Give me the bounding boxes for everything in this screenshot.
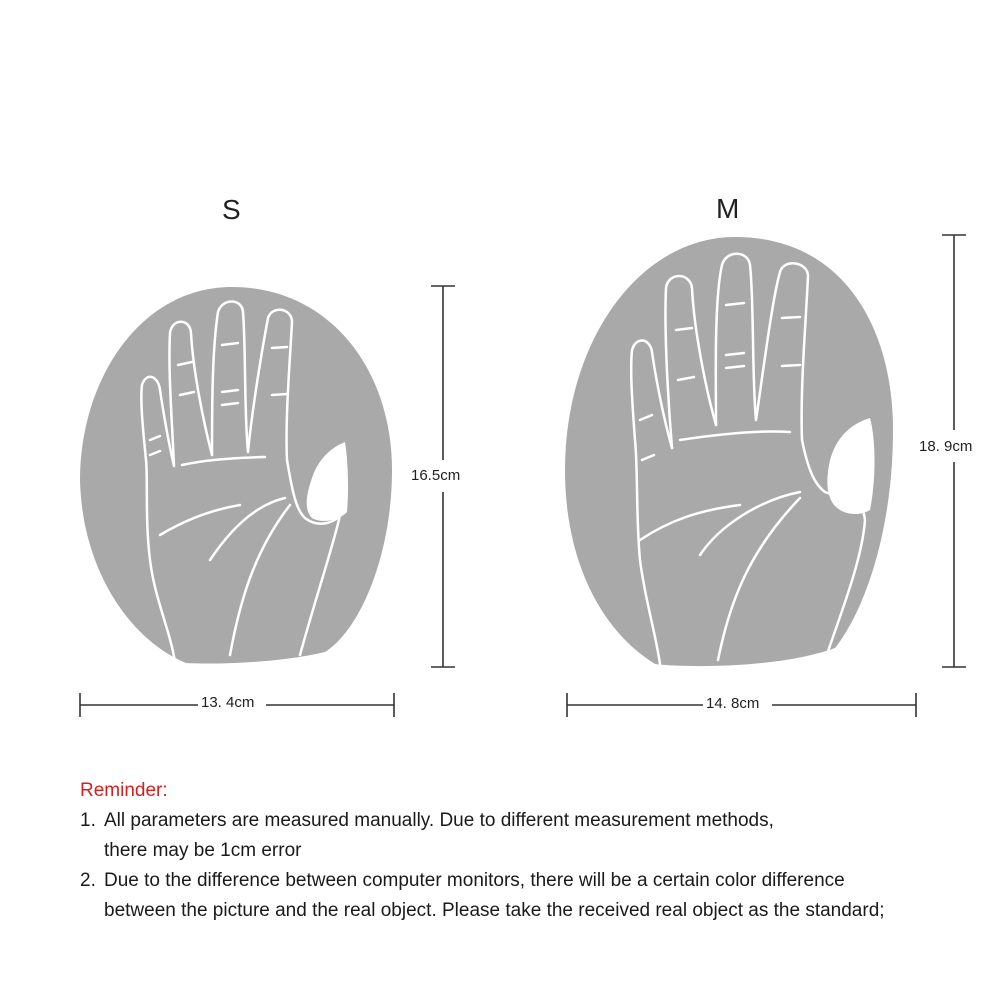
thumb-hole-m — [827, 418, 875, 515]
note-text: All parameters are measured manually. Du… — [104, 810, 774, 831]
size-m-height-label: 18. 9cm — [916, 438, 976, 455]
thumb-hole-s — [306, 442, 349, 521]
note-number: 2. — [80, 870, 96, 891]
paddle-m — [565, 237, 893, 667]
reminder-note-2: 2. Due to the difference between computer… — [80, 866, 980, 926]
size-s-label: S — [222, 194, 241, 225]
reminder-title: Reminder: — [80, 780, 168, 801]
hand-outline-s — [140, 300, 342, 664]
size-m-width-label: 14. 8cm — [703, 695, 763, 712]
note-text: Due to the difference between computer m… — [104, 870, 845, 891]
paddle-s — [80, 287, 392, 664]
size-s-height-label: 16.5cm — [408, 467, 464, 484]
reminder-section: Reminder: 1. All parameters are measured … — [80, 776, 980, 926]
size-m-label: M — [716, 193, 740, 224]
size-s-width-label: 13. 4cm — [198, 694, 258, 711]
reminder-note-1: 1. All parameters are measured manually. … — [80, 806, 980, 866]
note-text-continued: between the picture and the real object.… — [104, 900, 885, 921]
dimension-lines — [79, 234, 966, 717]
note-number: 1. — [80, 810, 96, 831]
paddle-m-shape — [565, 237, 893, 667]
note-text-continued: there may be 1cm error — [104, 840, 302, 861]
